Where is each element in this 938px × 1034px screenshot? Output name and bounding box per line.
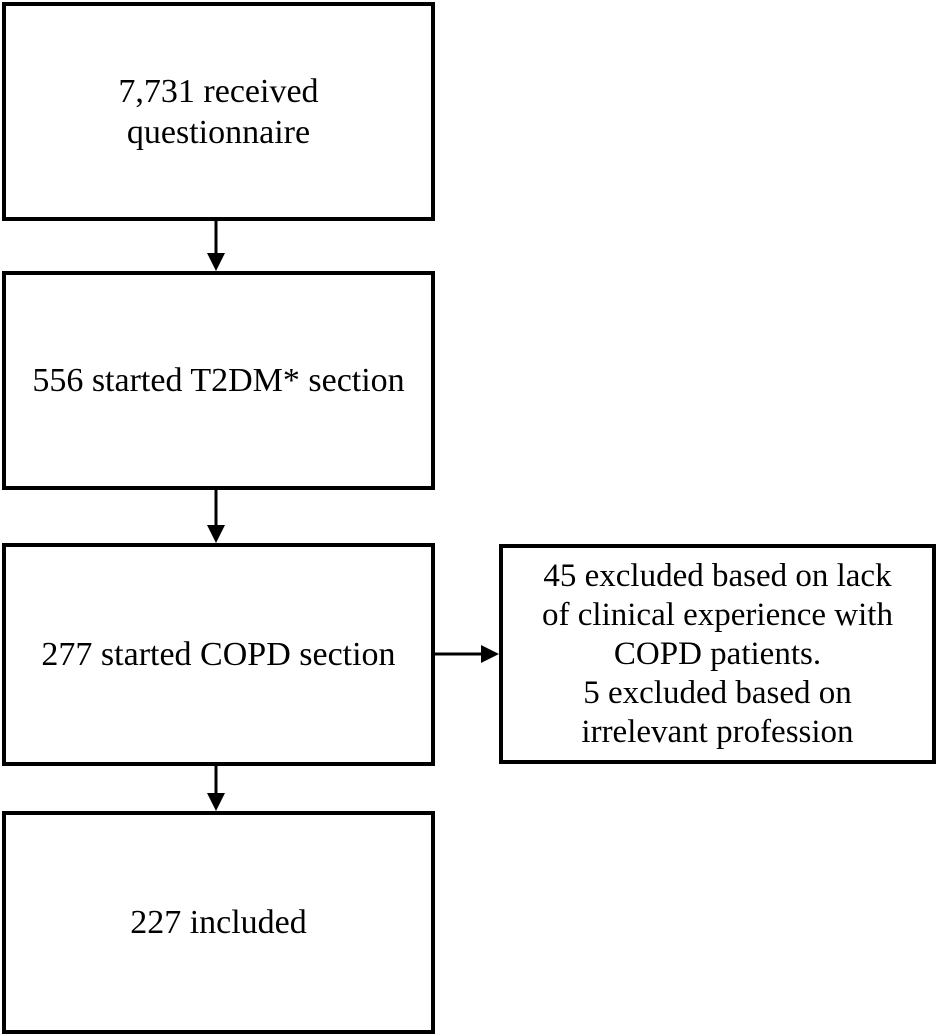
exclusion-box: 45 excluded based on lack of clinical ex…	[499, 544, 936, 764]
step-included-box: 227 included	[2, 811, 435, 1034]
step-t2dm-label: 556 started T2DM* section	[32, 362, 405, 399]
arrowhead-copd-to-exclusion	[481, 645, 499, 663]
step-t2dm-box: 556 started T2DM* section	[2, 271, 435, 490]
step-copd-label: 277 started COPD section	[41, 636, 396, 673]
step-copd-box: 277 started COPD section	[2, 543, 435, 766]
step-included-label: 227 included	[130, 904, 307, 941]
arrowhead-copd-to-included	[207, 793, 225, 811]
exclusion-label: 45 excluded based on lack of clinical ex…	[542, 557, 893, 750]
step-received-box: 7,731 received questionnaire	[2, 2, 435, 221]
step-received-label: 7,731 received questionnaire	[118, 72, 319, 151]
arrowhead-received-to-t2dm	[207, 253, 225, 271]
arrowhead-t2dm-to-copd	[207, 525, 225, 543]
